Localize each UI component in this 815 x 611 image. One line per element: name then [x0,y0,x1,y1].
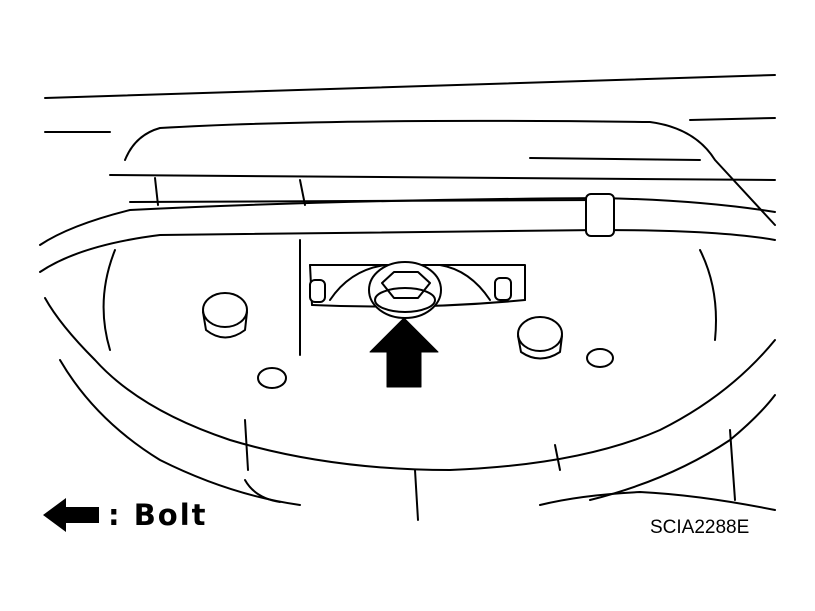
side-bosses [202,292,614,389]
body-lines [44,74,776,133]
mount-bracket [299,239,526,356]
target-bolt [368,261,442,319]
tube-assembly [109,157,776,206]
figure-code: SCIA2288E [650,517,750,538]
arrow-left-icon [43,498,99,532]
tube-clamp [585,193,615,237]
legend: : Bolt [40,492,208,538]
lower-housing [244,419,776,521]
legend-label: : Bolt [108,498,208,532]
bolt-indicator-arrow [369,317,439,388]
